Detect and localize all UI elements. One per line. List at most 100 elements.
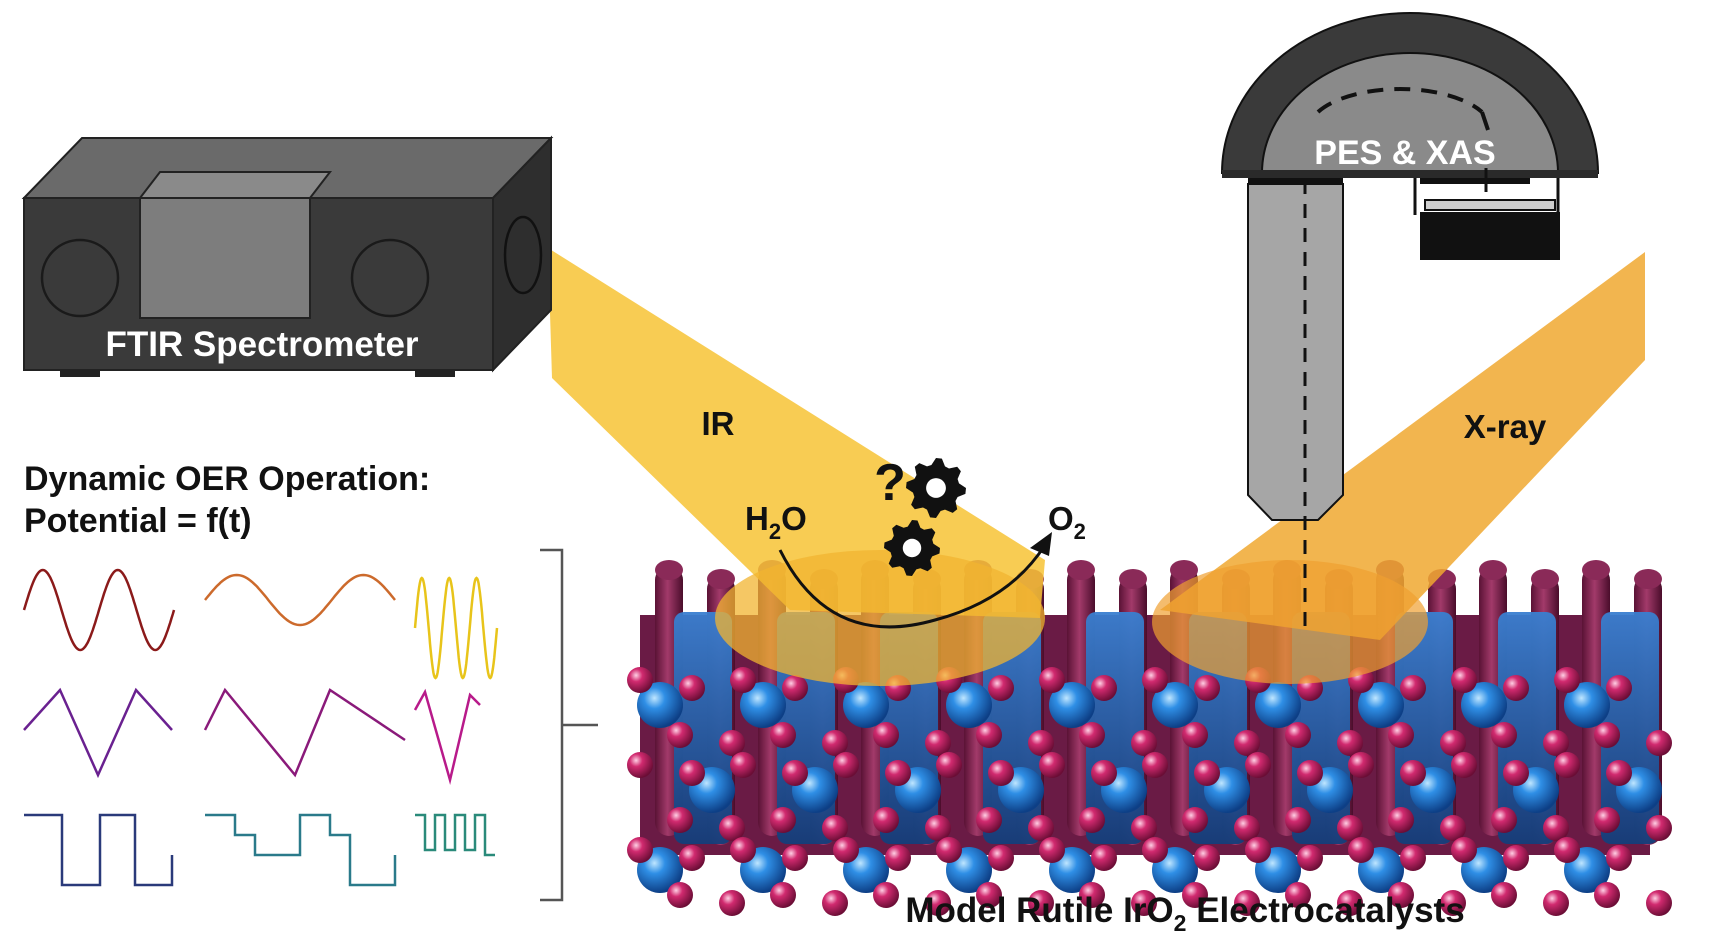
oxygen-atom — [1039, 667, 1065, 693]
oxygen-atom — [1451, 837, 1477, 863]
iridium-atom — [1049, 682, 1095, 728]
oxygen-atom — [719, 890, 745, 916]
oxygen-atom — [1297, 760, 1323, 786]
iridium-atom — [1461, 682, 1507, 728]
oxygen-atom — [1543, 890, 1569, 916]
iridium-atom — [1564, 682, 1610, 728]
triangle-wave — [23, 687, 173, 779]
oxygen-atom — [1182, 722, 1208, 748]
oxygen-atom — [730, 667, 756, 693]
rod-cap — [655, 560, 683, 580]
oxygen-atom — [1440, 730, 1466, 756]
oxygen-atom — [1028, 815, 1054, 841]
oxygen-atom — [730, 837, 756, 863]
oxygen-atom — [1337, 815, 1363, 841]
ftir-spectrometer: FTIR Spectrometer — [21, 135, 554, 377]
rod-cap — [707, 569, 735, 589]
oxygen-atom — [679, 760, 705, 786]
bracket-icon — [540, 548, 598, 902]
oxygen-atom — [1039, 752, 1065, 778]
pes-xas-label: PES & XAS — [1314, 134, 1495, 172]
oxygen-atom — [976, 807, 1002, 833]
oxygen-atom — [1491, 722, 1517, 748]
sine-wave — [204, 573, 396, 627]
oxygen-atom — [1606, 760, 1632, 786]
rod-cap — [1170, 560, 1198, 580]
oxygen-atom — [873, 722, 899, 748]
oxygen-atom — [925, 815, 951, 841]
sine-wave — [413, 576, 499, 680]
oxygen-atom — [782, 760, 808, 786]
iridium-atom — [1152, 682, 1198, 728]
ir-label: IR — [702, 405, 735, 442]
oxygen-atom — [1348, 837, 1374, 863]
oxygen-atom — [1594, 722, 1620, 748]
oxygen-atom — [1131, 730, 1157, 756]
oxygen-atom — [873, 882, 899, 908]
oxygen-atom — [1297, 845, 1323, 871]
oxygen-atom — [1285, 882, 1311, 908]
question-mark-icon: ? — [874, 454, 906, 512]
oxygen-atom — [1440, 815, 1466, 841]
oxygen-atom — [1503, 675, 1529, 701]
oxygen-atom — [1388, 882, 1414, 908]
oxygen-atom — [1182, 882, 1208, 908]
oxygen-atom — [1554, 752, 1580, 778]
iridium-atom — [1358, 682, 1404, 728]
oxygen-atom — [1028, 890, 1054, 916]
oxygen-atom — [782, 675, 808, 701]
square-wave — [415, 813, 495, 857]
oxygen-atom — [1440, 890, 1466, 916]
iridium-atom — [637, 682, 683, 728]
oxygen-atom — [1194, 845, 1220, 871]
rod-cap — [1634, 569, 1662, 589]
catalyst-label: Model Rutile IrO2 Electrocatalysts — [905, 891, 1464, 936]
oxygen-atom — [1491, 807, 1517, 833]
oxygen-atom — [627, 667, 653, 693]
oxygen-atom — [679, 845, 705, 871]
reactant-h2o: H2O — [745, 500, 807, 544]
oxygen-atom — [1142, 837, 1168, 863]
oxygen-atom — [1348, 752, 1374, 778]
sawtooth-wave — [203, 687, 406, 778]
oxygen-atom — [1245, 752, 1271, 778]
pes-xas-analyzer: PES & XAS — [1220, 12, 1600, 630]
reaction: H2O O2 ? — [745, 454, 1086, 629]
oxygen-atom — [719, 730, 745, 756]
oxygen-atom — [1594, 882, 1620, 908]
oxygen-atom — [822, 730, 848, 756]
oxygen-atom — [833, 752, 859, 778]
oxygen-atom — [1194, 675, 1220, 701]
oxygen-atom — [719, 815, 745, 841]
oxygen-atom — [1543, 815, 1569, 841]
oxygen-atom — [1606, 845, 1632, 871]
iridium-atom — [1255, 682, 1301, 728]
oxygen-atom — [1182, 807, 1208, 833]
ir-beam — [548, 248, 1045, 686]
oxygen-atom — [873, 807, 899, 833]
square-wave — [24, 813, 174, 887]
oxygen-atom — [925, 890, 951, 916]
oxygen-atom — [1646, 730, 1672, 756]
oxygen-atom — [782, 845, 808, 871]
iridium-atom — [740, 682, 786, 728]
sine-wave — [22, 568, 176, 652]
oxygen-atom — [1451, 667, 1477, 693]
oxygen-atom — [1400, 845, 1426, 871]
oxygen-atom — [667, 882, 693, 908]
oxygen-atom — [627, 837, 653, 863]
oxygen-atom — [770, 722, 796, 748]
oxygen-atom — [1388, 722, 1414, 748]
triangle-wave — [413, 688, 481, 785]
iridium-atom — [946, 682, 992, 728]
oxygen-atom — [1285, 807, 1311, 833]
oxygen-atom — [1091, 675, 1117, 701]
oxygen-atom — [1491, 882, 1517, 908]
oxygen-atom — [885, 845, 911, 871]
oxygen-atom — [1606, 675, 1632, 701]
oxygen-atom — [1400, 675, 1426, 701]
xray-beam — [1152, 252, 1645, 684]
oxygen-atom — [1594, 807, 1620, 833]
oxygen-atom — [833, 837, 859, 863]
oxygen-atom — [1646, 815, 1672, 841]
